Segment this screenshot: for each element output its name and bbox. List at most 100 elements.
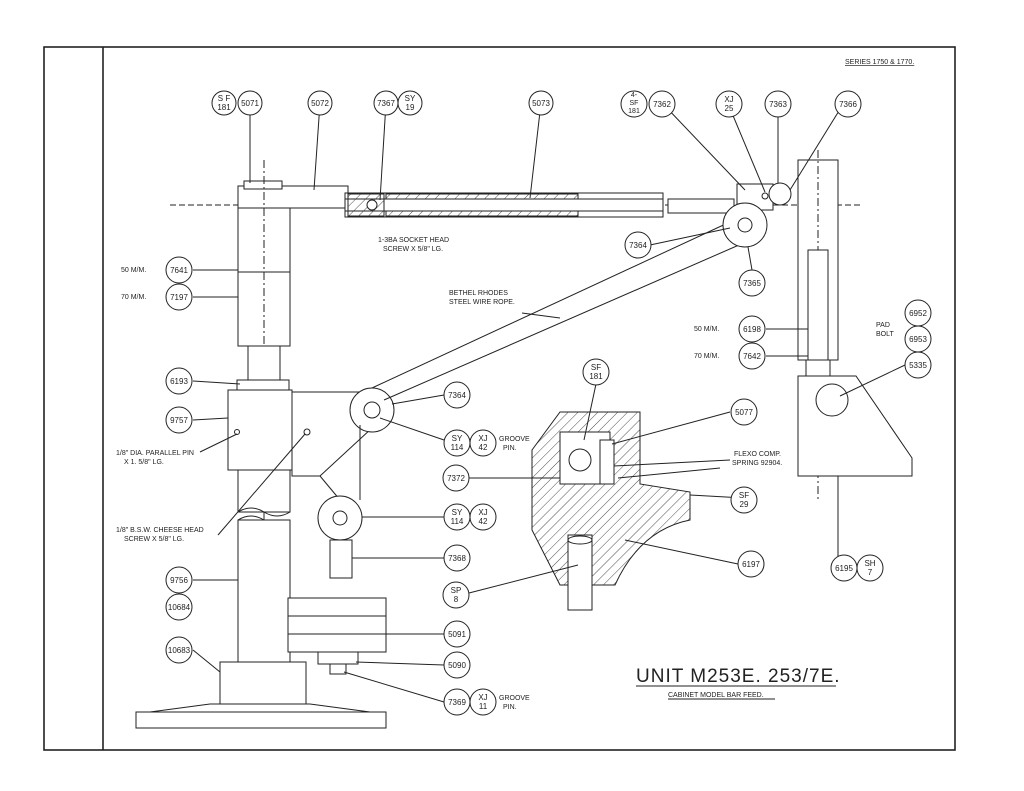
svg-text:7365: 7365 [743, 279, 761, 288]
callout-sh-7: SH 7 [856, 554, 884, 582]
callout-sf-181-mid: SF 181 [582, 358, 610, 386]
callout-6195: 6195 [830, 554, 858, 582]
callout-xj-11: XJ 11 [469, 688, 497, 716]
svg-text:25: 25 [725, 104, 734, 113]
callout-sp-8: SP 8 [442, 581, 470, 609]
callout-xj-25: XJ 25 [715, 90, 743, 118]
svg-text:10684: 10684 [168, 603, 191, 612]
svg-text:7366: 7366 [839, 100, 857, 109]
callout-sf-29: SF 29 [730, 486, 758, 514]
arm-and-pulleys [287, 202, 768, 675]
svg-text:SF: SF [739, 491, 749, 500]
svg-text:SP: SP [451, 586, 462, 595]
svg-text:5091: 5091 [448, 630, 466, 639]
socket-head-note-1: 1-3BA SOCKET HEAD [378, 237, 449, 244]
callout-6197: 6197 [737, 550, 765, 578]
callout-5335: 5335 [904, 351, 932, 379]
svg-text:5077: 5077 [735, 408, 753, 417]
svg-text:7372: 7372 [447, 474, 465, 483]
callout-sf-181-top: S F 181 [211, 90, 237, 116]
svg-text:11: 11 [479, 702, 488, 711]
callout-xj-42-a: XJ 42 [469, 429, 497, 457]
svg-text:5071: 5071 [241, 99, 259, 108]
svg-text:5335: 5335 [909, 361, 927, 370]
callout-5091: 5091 [443, 620, 471, 648]
svg-text:7364: 7364 [448, 391, 466, 400]
left-column [135, 160, 387, 729]
pad-bolt-note-2: BOLT [876, 331, 894, 338]
svg-text:8: 8 [454, 595, 459, 604]
svg-text:4-: 4- [631, 92, 638, 99]
drawing-title: UNIT M253E. 253/7E. [636, 666, 841, 687]
groove-pin-a-2: PIN. [503, 445, 517, 452]
wire-rope-note-1: BETHEL RHODES [449, 290, 508, 297]
callout-6193: 6193 [165, 367, 193, 395]
callout-7641: 7641 [165, 256, 193, 284]
svg-text:7197: 7197 [170, 293, 188, 302]
notes: 1-3BA SOCKET HEAD SCREW X 5/8" LG. BETHE… [116, 237, 894, 711]
groove-pin-a-1: GROOVE [499, 436, 530, 443]
groove-pin-b-2: PIN. [503, 704, 517, 711]
callout-7642: 7642 [738, 342, 766, 370]
svg-text:7368: 7368 [448, 554, 466, 563]
callout-5072: 5072 [307, 90, 333, 116]
svg-text:XJ: XJ [478, 508, 487, 517]
pad-bolt-note-1: PAD [876, 322, 890, 329]
svg-text:XJ: XJ [478, 434, 487, 443]
svg-text:7362: 7362 [653, 100, 671, 109]
svg-text:181: 181 [628, 108, 640, 115]
svg-text:10683: 10683 [168, 646, 191, 655]
svg-text:6195: 6195 [835, 564, 853, 573]
callout-sy-19: SY 19 [397, 90, 423, 116]
svg-text:29: 29 [740, 500, 749, 509]
callout-10683: 10683 [165, 636, 193, 664]
callout-10684: 10684 [165, 593, 193, 621]
upper-bar-assembly [170, 180, 860, 218]
svg-text:7363: 7363 [769, 100, 787, 109]
callout-9756: 9756 [165, 566, 193, 594]
svg-text:SY: SY [452, 508, 463, 517]
sheet-border [43, 46, 956, 751]
svg-text:XJ: XJ [724, 95, 733, 104]
svg-text:6198: 6198 [743, 325, 761, 334]
left-50mm-label: 50 M/M. [121, 267, 146, 274]
left-70mm-label: 70 M/M. [121, 294, 146, 301]
callout-7364-top: 7364 [624, 231, 652, 259]
svg-text:7: 7 [868, 568, 873, 577]
svg-text:SF: SF [630, 100, 639, 107]
callout-7372: 7372 [442, 464, 470, 492]
svg-text:7642: 7642 [743, 352, 761, 361]
socket-head-note-2: SCREW X 5/8" LG. [383, 246, 443, 253]
callout-sy-114-a: SY 114 [443, 429, 471, 457]
svg-text:5073: 5073 [532, 99, 550, 108]
right-50mm-label: 50 M/M. [694, 326, 719, 333]
callout-7367: 7367 [373, 90, 399, 116]
callout-7197: 7197 [165, 283, 193, 311]
parallel-pin-note-2: X 1. 5/8" LG. [124, 459, 164, 466]
callout-7365: 7365 [738, 269, 766, 297]
drawing-subtitle: CABINET MODEL BAR FEED. [668, 692, 764, 699]
callout-sy-114-b: SY 114 [443, 503, 471, 531]
callout-xj-42-b: XJ 42 [469, 503, 497, 531]
right-70mm-label: 70 M/M. [694, 353, 719, 360]
svg-text:SF: SF [591, 363, 601, 372]
svg-text:7641: 7641 [170, 266, 188, 275]
svg-text:42: 42 [479, 443, 488, 452]
groove-pin-b-1: GROOVE [499, 695, 530, 702]
svg-text:114: 114 [451, 517, 464, 526]
svg-text:S F: S F [218, 94, 231, 103]
cheese-head-note-2: SCREW X 5/8" LG. [124, 536, 184, 543]
callout-5071: 5071 [237, 90, 263, 116]
right-column [797, 150, 913, 500]
svg-text:7367: 7367 [377, 99, 395, 108]
svg-text:6953: 6953 [909, 335, 927, 344]
svg-text:19: 19 [406, 103, 415, 112]
svg-text:9756: 9756 [170, 576, 188, 585]
svg-text:5072: 5072 [311, 99, 329, 108]
callout-6198: 6198 [738, 315, 766, 343]
svg-text:7364: 7364 [629, 241, 647, 250]
callout-6953: 6953 [904, 325, 932, 353]
parallel-pin-note-1: 1/8" DIA. PARALLEL PIN [116, 450, 194, 457]
callout-7364-mid: 7364 [443, 381, 471, 409]
